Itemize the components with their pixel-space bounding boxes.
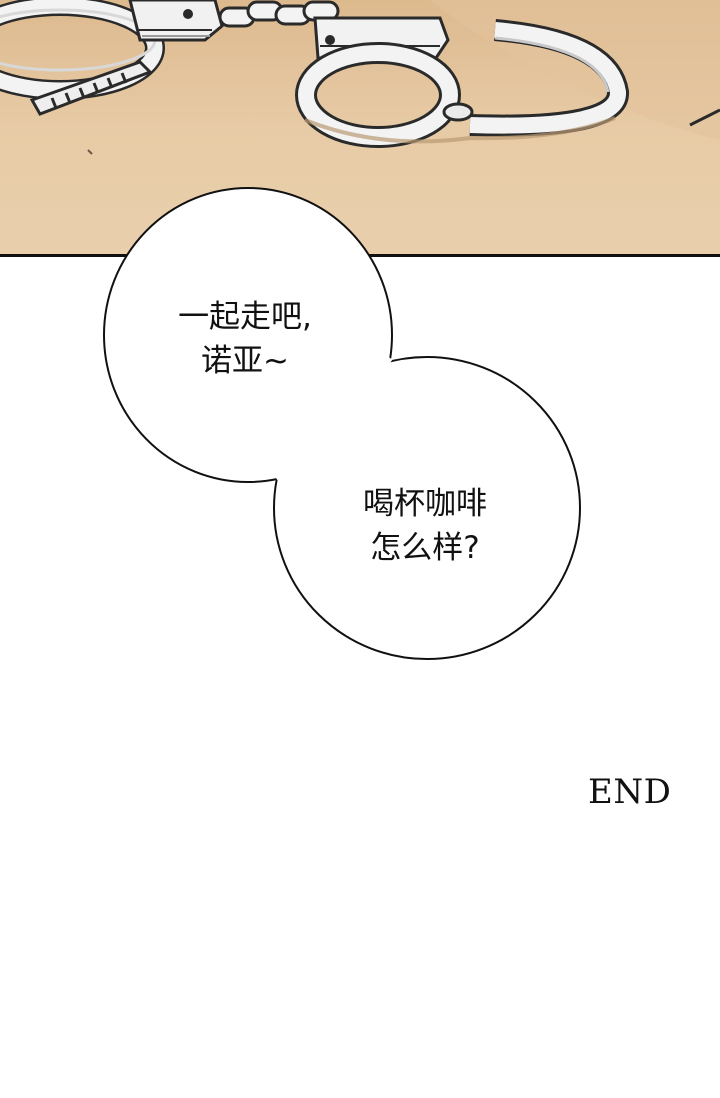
dialogue-line: 喝杯咖啡: [363, 486, 487, 522]
comic-panel-handcuffs: [0, 0, 720, 256]
handcuffs-illustration: [0, 0, 720, 256]
left-cuff: [0, 0, 224, 116]
speech-bubble-1-text: 一起走吧, 诺亚~: [150, 295, 340, 383]
dialogue-line: 诺亚~: [201, 343, 289, 379]
right-cuff: [295, 16, 629, 148]
dialogue-line: 一起走吧,: [178, 299, 312, 335]
cuff-chain: [218, 0, 340, 28]
bubble-merge-mask: [105, 189, 391, 481]
speech-bubbles: [103, 187, 581, 660]
speech-bubble-2-text: 喝杯咖啡 怎么样?: [320, 482, 530, 570]
end-label: END: [588, 772, 672, 812]
dialogue-line: 怎么样?: [370, 530, 480, 566]
